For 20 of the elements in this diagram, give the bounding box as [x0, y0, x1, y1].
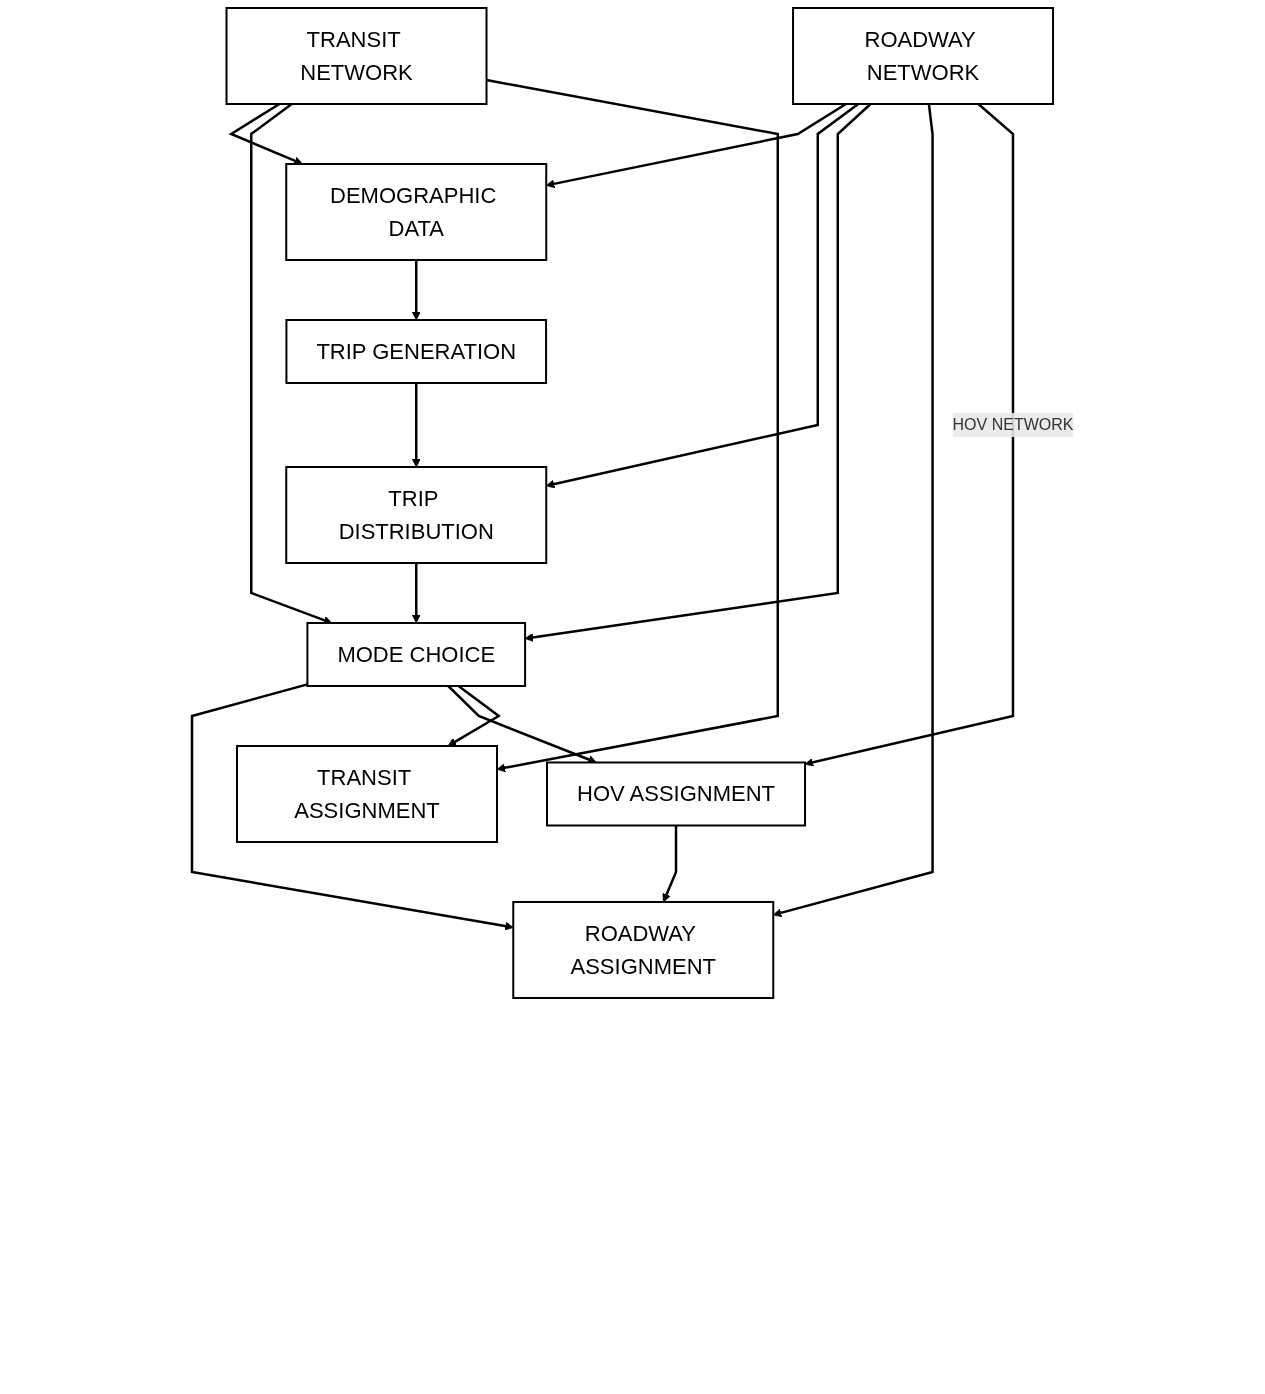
node-box: DEMOGRAPHIC DATA	[285, 163, 548, 261]
node-box: TRANSIT NETWORK	[225, 7, 488, 105]
node-box: ROADWAY NETWORK	[791, 7, 1054, 105]
arrow	[447, 685, 597, 764]
node-box: HOV ASSIGNMENT	[545, 761, 806, 827]
node-box: ROADWAY ASSIGNMENT	[512, 901, 775, 999]
arrow	[190, 683, 514, 931]
arrow	[804, 103, 1014, 767]
arrow	[486, 78, 779, 773]
edge-label: HOV NETWORK	[952, 415, 1074, 433]
arrow	[411, 383, 421, 468]
arrow	[662, 825, 678, 903]
node-box: TRIP DISTRIBUTION	[285, 466, 548, 564]
arrow	[524, 103, 872, 642]
arrow	[411, 563, 421, 624]
arrow	[447, 685, 501, 747]
arrow	[411, 260, 421, 321]
node-box: TRANSIT ASSIGNMENT	[235, 745, 498, 843]
node-box: MODE CHOICE	[306, 622, 526, 687]
node-box: TRIP GENERATION	[285, 319, 547, 384]
